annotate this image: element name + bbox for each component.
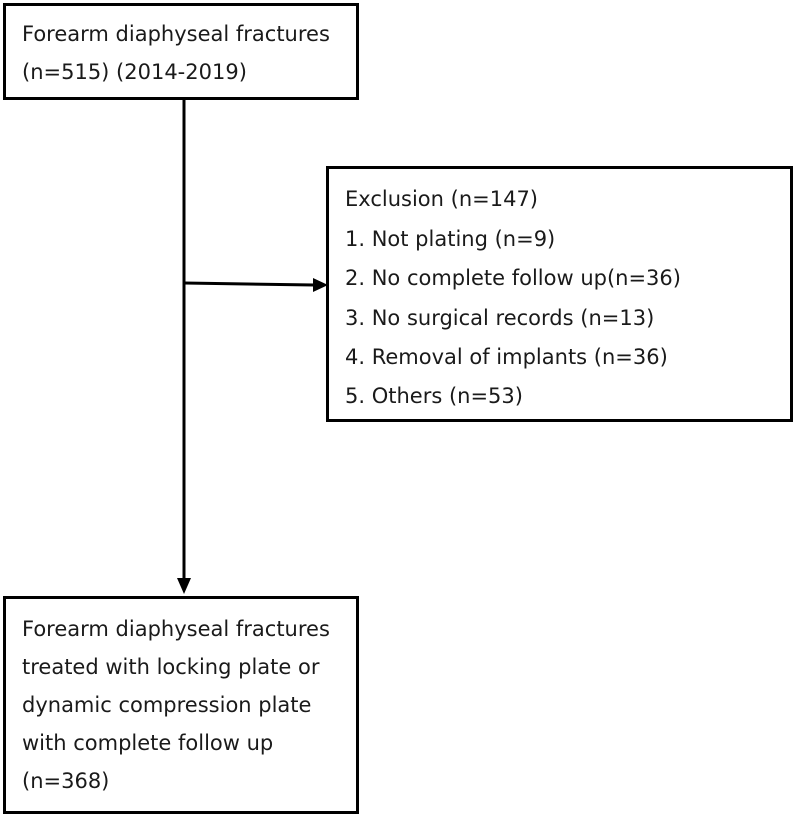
total-fractures-line-2: (n=515) (2014-2019) — [22, 60, 247, 84]
exclusion-item-2: 2. No complete follow up(n=36) — [345, 266, 681, 290]
included-cohort-line-2: treated with locking plate or — [22, 655, 320, 679]
total-fractures-box: Forearm diaphyseal fractures (n=515) (20… — [3, 3, 359, 100]
exclusion-branch-line — [183, 281, 315, 287]
included-cohort-line-4: with complete follow up — [22, 731, 274, 755]
exclusion-title: Exclusion (n=147) — [345, 187, 538, 211]
exclusion-box: Exclusion (n=147) 1. Not plating (n=9) 2… — [326, 166, 793, 422]
exclusion-item-3: 3. No surgical records (n=13) — [345, 306, 655, 330]
included-cohort-line-1: Forearm diaphyseal fractures — [22, 617, 330, 641]
main-flow-arrowhead — [177, 578, 191, 594]
exclusion-branch-arrowhead — [313, 278, 328, 292]
exclusion-item-5: 5. Others (n=53) — [345, 384, 523, 408]
exclusion-item-4: 4. Removal of implants (n=36) — [345, 345, 668, 369]
total-fractures-line-1: Forearm diaphyseal fractures — [22, 22, 330, 46]
included-cohort-line-5: (n=368) — [22, 769, 110, 793]
included-cohort-line-3: dynamic compression plate — [22, 693, 312, 717]
included-cohort-box: Forearm diaphyseal fractures treated wit… — [3, 596, 359, 814]
exclusion-item-1: 1. Not plating (n=9) — [345, 227, 556, 251]
